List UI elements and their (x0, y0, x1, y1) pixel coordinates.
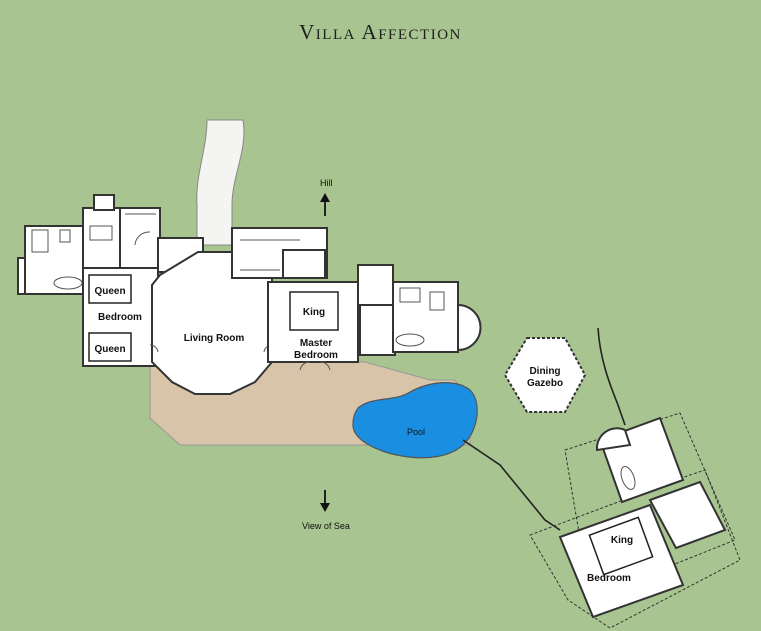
king-master-label: King (303, 307, 325, 318)
dining-gazebo-label-line1: Dining (529, 366, 560, 377)
guest-suite (529, 412, 741, 629)
living-room-area (149, 227, 328, 395)
view-of-sea-label: View of Sea (302, 521, 350, 531)
page-title: Villa Affection (299, 20, 462, 44)
guest-path-line (597, 327, 626, 426)
hill-arrow-icon (320, 193, 330, 216)
queen-bed-bottom (88, 332, 132, 362)
left-wing (17, 194, 204, 367)
king-guest-label: King (611, 535, 633, 546)
sea-arrow-icon (320, 490, 330, 512)
queen-bed-top (88, 274, 132, 304)
queen-bed-top-label: Queen (94, 286, 125, 297)
master-bedroom-label-line2: Bedroom (294, 350, 338, 361)
king-bed-master (289, 291, 339, 331)
living-room-label: Living Room (184, 333, 245, 344)
dining-gazebo-label-line2: Gazebo (527, 378, 563, 389)
walkway-line (462, 439, 561, 531)
queen-bed-bottom-label: Queen (94, 344, 125, 355)
bedroom-guest-label: Bedroom (587, 573, 631, 584)
pool-label: Pool (407, 427, 425, 437)
hill-label: Hill (320, 178, 333, 188)
master-bedroom-label-line1: Master (300, 338, 332, 349)
driveway-path (196, 119, 245, 246)
bedroom-left-label: Bedroom (98, 312, 142, 323)
dining-gazebo (503, 337, 587, 413)
